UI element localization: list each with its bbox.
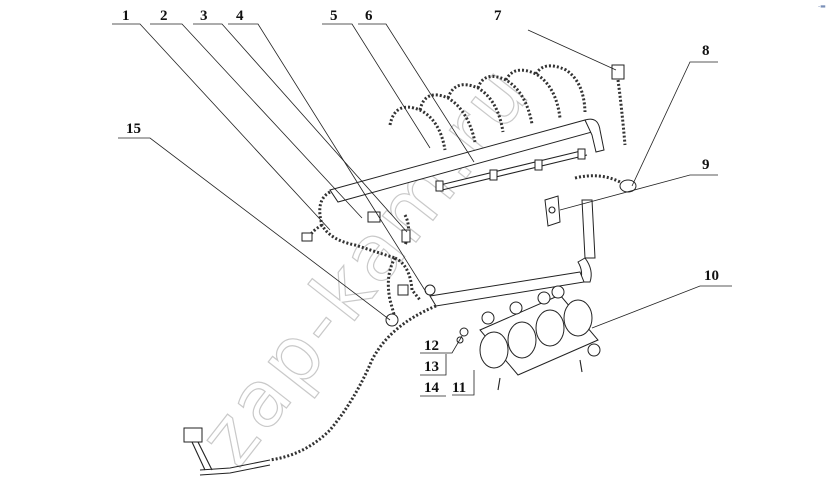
- callout-3: 3: [200, 8, 208, 24]
- callout-9: 9: [702, 157, 710, 173]
- callout-7: 7: [494, 8, 502, 24]
- callout-13: 13: [424, 359, 439, 375]
- callout-2: 2: [160, 8, 168, 24]
- fasteners: [456, 327, 469, 344]
- rail-bracket: [435, 148, 588, 192]
- corrugated-harness: [183, 304, 437, 476]
- callout-labels: 1 2 3 4 5 6 7 8 9 10 11 12 13 14 15: [122, 8, 719, 396]
- callout-15: 15: [126, 121, 141, 137]
- callout-12: 12: [424, 338, 439, 354]
- top-right-connector: [611, 64, 627, 146]
- leader-lines: [112, 23, 732, 397]
- callout-10: 10: [704, 268, 719, 284]
- main-harness-tube: [329, 118, 605, 307]
- callout-14: 14: [424, 380, 440, 396]
- injector-wire-loops: [388, 64, 587, 151]
- callout-6: 6: [365, 8, 373, 24]
- left-harness-branch: [301, 190, 436, 327]
- callout-11: 11: [452, 380, 466, 396]
- callout-5: 5: [330, 8, 338, 24]
- watermark-text: zap-kam.ru: [182, 48, 549, 482]
- corner-mark: -▬: [818, 3, 826, 10]
- right-sensor-branch: [574, 174, 637, 193]
- callout-8: 8: [702, 43, 710, 59]
- filter-assembly: [479, 285, 601, 391]
- callout-1: 1: [122, 8, 130, 24]
- callout-4: 4: [236, 8, 244, 24]
- pipe-clamp: [544, 195, 561, 227]
